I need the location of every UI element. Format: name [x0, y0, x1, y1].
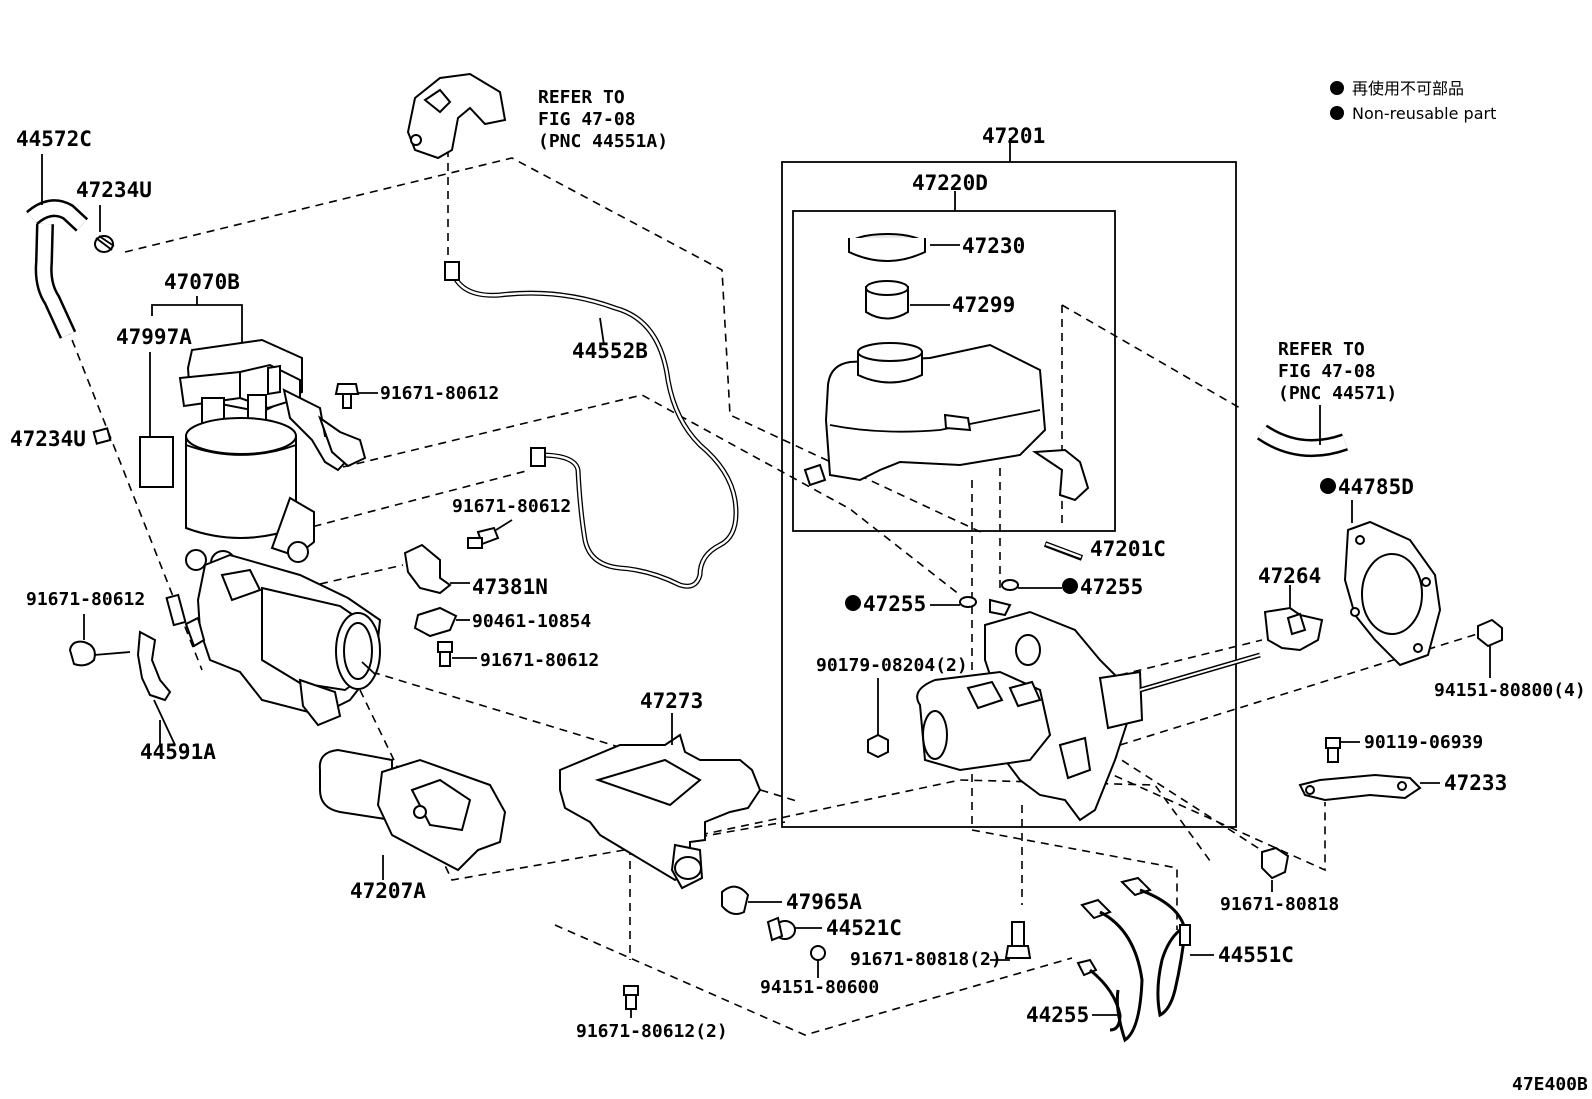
non-reusable-marker-icon	[1320, 478, 1336, 494]
label-47255-right: 47255	[1080, 575, 1143, 599]
diagram-code: 47E400B	[1512, 1074, 1588, 1095]
bracket-47381N	[403, 543, 470, 595]
reservoir-assembly	[803, 233, 1090, 502]
label-47965A: 47965A	[786, 890, 862, 914]
label-47255-left: 47255	[863, 592, 926, 616]
label-47381N: 47381N	[472, 575, 548, 599]
clip-47234U-left	[92, 427, 112, 445]
non-reusable-marker-icon	[1062, 578, 1078, 594]
label-90461-10854: 90461-10854	[472, 611, 591, 632]
label-44552B: 44552B	[572, 339, 648, 363]
pump-motor-assembly	[165, 338, 382, 727]
label-47207A: 47207A	[350, 879, 426, 903]
gasket-47997A	[139, 436, 174, 488]
bolt-91671-80612-a	[334, 383, 378, 409]
bracket-44591A	[136, 630, 176, 746]
legend-item-en: Non-reusable part	[1352, 104, 1496, 123]
label-44521C: 44521C	[826, 916, 902, 940]
bolt-91671-80612-2	[623, 985, 639, 1018]
clip-47264	[1263, 585, 1324, 652]
label-90119-06939: 90119-06939	[1364, 732, 1483, 753]
clip-90461-10854	[413, 606, 470, 638]
nut-94151-80600	[810, 945, 826, 978]
refer-top-line2: FIG 47-08	[538, 109, 636, 130]
assembly-47201-box	[781, 161, 1237, 828]
refer-right-line2: FIG 47-08	[1278, 361, 1376, 382]
accumulator-47207A	[318, 748, 507, 880]
label-91671-80612-a: 91671-80612	[380, 383, 499, 404]
label-47264: 47264	[1258, 564, 1321, 588]
bolt-91671-80612-left	[68, 614, 131, 667]
bolt-91671-80818	[1261, 846, 1290, 892]
refer-right-line1: REFER TO	[1278, 339, 1365, 360]
part-labels: 44572C 47234U 47070B 47997A 47234U 91671…	[10, 124, 1586, 1042]
nut-94151-80800	[1477, 618, 1503, 678]
hose-refer-44571	[1256, 405, 1349, 458]
seal-47255-left	[959, 596, 977, 608]
clip-47234U-top	[94, 205, 115, 253]
refer-note-right: REFER TO FIG 47-08 (PNC 44571)	[1278, 339, 1397, 404]
non-reusable-marker-icon	[1330, 81, 1344, 95]
label-91671-80612-b: 91671-80612	[452, 496, 571, 517]
refer-top-line1: REFER TO	[538, 87, 625, 108]
label-44572C: 44572C	[16, 127, 92, 151]
master-cylinder-booster	[916, 598, 1261, 822]
bolt-91671-80612-b	[467, 519, 513, 549]
collar-44521C	[766, 916, 822, 942]
label-47234U-top: 47234U	[76, 178, 152, 202]
bolt-91671-80612-c	[437, 641, 477, 667]
nut-90179-08204	[867, 678, 889, 759]
bolt-90119-06939	[1325, 737, 1360, 763]
label-44591A: 44591A	[140, 740, 216, 764]
label-47201C: 47201C	[1090, 537, 1166, 561]
bracket-47233	[1298, 773, 1440, 802]
label-47070B: 47070B	[164, 270, 240, 294]
label-47201: 47201	[982, 124, 1045, 148]
grommet-47965A	[721, 885, 782, 915]
label-90179-08204-2: 90179-08204(2)	[816, 655, 968, 676]
label-44551C: 44551C	[1218, 943, 1294, 967]
label-91671-80612-d: 91671-80612	[26, 589, 145, 610]
label-91671-80818-2: 91671-80818(2)	[850, 949, 1002, 970]
seal-47255-right	[1001, 579, 1019, 591]
refer-note-top: REFER TO FIG 47-08 (PNC 44551A)	[538, 87, 668, 152]
connector-bracket-pump	[318, 415, 367, 468]
refer-right-line3: (PNC 44571)	[1278, 383, 1397, 404]
gasket-44785D	[1343, 500, 1442, 667]
sensor-44551C	[1120, 876, 1214, 1018]
brake-pipe-44552B	[444, 261, 739, 589]
label-47233: 47233	[1444, 771, 1507, 795]
sensor-44255	[1076, 898, 1144, 1043]
legend: 再使用不可部品 Non-reusable part	[1330, 79, 1496, 123]
bolt-91671-80818-2	[990, 921, 1032, 961]
label-47299: 47299	[952, 293, 1015, 317]
label-47220D: 47220D	[912, 171, 988, 195]
label-44255: 44255	[1026, 1003, 1089, 1027]
legend-item-jp: 再使用不可部品	[1352, 79, 1464, 98]
label-47997A: 47997A	[116, 325, 192, 349]
hose-44572C	[26, 154, 89, 339]
label-47234U-left: 47234U	[10, 427, 86, 451]
non-reusable-marker-icon	[1330, 106, 1344, 120]
bracket-47273	[559, 713, 762, 890]
label-44785D: 44785D	[1338, 475, 1414, 499]
label-94151-80800-4: 94151-80800(4)	[1434, 680, 1586, 701]
label-91671-80612-c: 91671-80612	[480, 650, 599, 671]
label-94151-80600: 94151-80600	[760, 977, 879, 998]
non-reusable-marker-icon	[845, 595, 861, 611]
bracket-refer-44551A	[406, 72, 507, 160]
label-47273: 47273	[640, 689, 703, 713]
label-47230: 47230	[962, 234, 1025, 258]
label-91671-80818: 91671-80818	[1220, 894, 1339, 915]
refer-top-line3: (PNC 44551A)	[538, 131, 668, 152]
assembly-47220D-box	[792, 210, 1116, 532]
label-91671-80612-2: 91671-80612(2)	[576, 1021, 728, 1042]
